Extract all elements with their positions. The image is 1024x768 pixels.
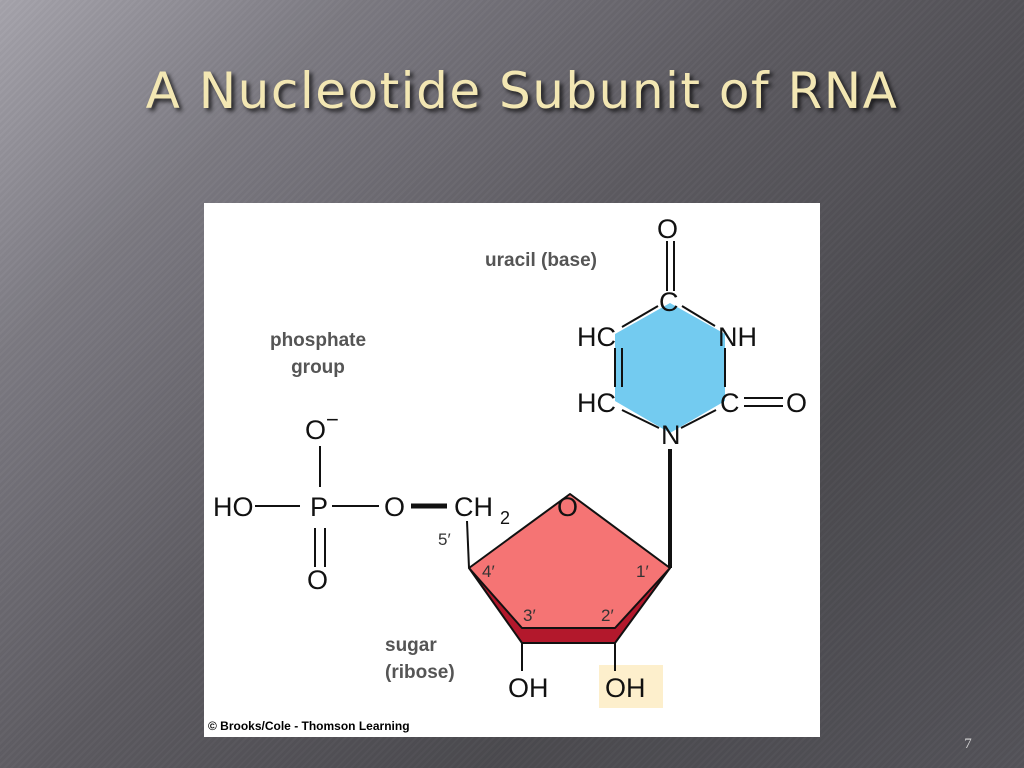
atom-ring-o: O	[557, 492, 578, 522]
atom-base-hc-2: HC	[577, 388, 616, 418]
atom-o-double: O	[307, 565, 328, 595]
atom-base-n: N	[661, 420, 681, 450]
atom-base-hc-1: HC	[577, 322, 616, 352]
atom-o-bridge: O	[384, 492, 405, 522]
atom-base-o-top: O	[657, 214, 678, 244]
atom-base-nh: NH	[718, 322, 757, 352]
carbon-number-3: 3′	[523, 606, 536, 625]
phosphate-label-line2: group	[291, 357, 345, 378]
carbon-number-4: 4′	[482, 562, 495, 581]
atom-ch-subscript: 2	[500, 508, 510, 528]
nucleotide-diagram: uracil (base) phosphate group sugar (rib…	[208, 214, 807, 733]
sugar-label-line2: (ribose)	[385, 662, 455, 683]
atom-base-c-right: C	[720, 388, 740, 418]
oh-2-highlight	[599, 665, 663, 708]
slide-title: A Nucleotide Subunit of RNA	[145, 62, 899, 120]
ribose-ring-fill	[468, 493, 671, 629]
carbon-number-5: 5′	[438, 530, 451, 549]
sugar-label-line1: sugar	[385, 635, 437, 656]
uracil-ring-fill	[615, 303, 725, 433]
atom-o-minus: O	[305, 415, 326, 445]
carbon-number-2: 2′	[601, 606, 614, 625]
atom-base-c-top: C	[659, 287, 679, 317]
atom-oh-3: OH	[508, 673, 549, 703]
atom-p: P	[310, 492, 328, 522]
page-number: 7	[964, 736, 972, 752]
phosphate-label-line1: phosphate	[270, 330, 366, 351]
bonds	[255, 241, 783, 671]
atom-minus-sign: −	[326, 407, 339, 432]
carbon-number-1: 1′	[636, 562, 649, 581]
atom-base-o-right: O	[786, 388, 807, 418]
nucleotide-figure: uracil (base) phosphate group sugar (rib…	[204, 203, 820, 737]
atom-ho: HO	[213, 492, 254, 522]
ribose-right-edge	[614, 567, 671, 644]
base-label: uracil (base)	[485, 250, 597, 271]
atom-oh-2: OH	[605, 673, 646, 703]
credit-label: © Brooks/Cole - Thomson Learning	[208, 719, 410, 733]
ribose-left-edge	[468, 567, 523, 644]
atom-ch: CH	[454, 492, 493, 522]
